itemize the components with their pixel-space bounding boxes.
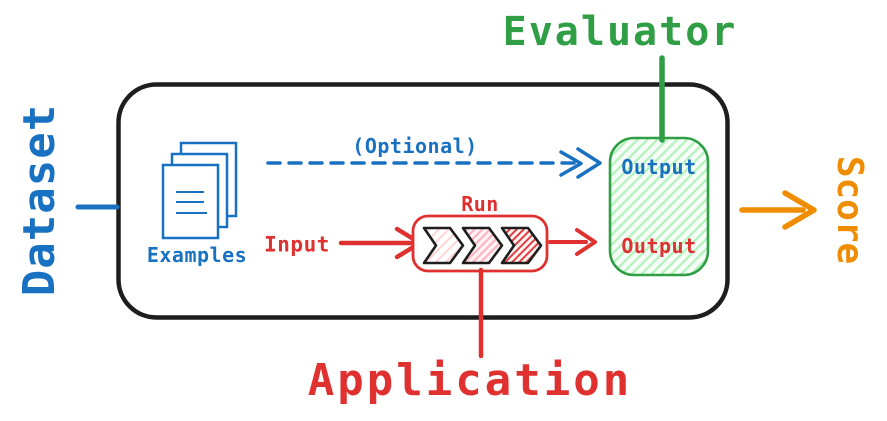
- evaluator-label: Evaluator: [502, 9, 738, 55]
- dataset-label: Dataset: [14, 103, 65, 297]
- evaluator-box: [608, 136, 710, 277]
- input-label: Input: [264, 232, 330, 257]
- score-label: Score: [829, 155, 870, 265]
- evaluator-output-actual-label: Output: [621, 234, 697, 258]
- documents-icon: [161, 141, 238, 240]
- system-box: [116, 82, 730, 320]
- run-label: Run: [461, 192, 499, 216]
- dashed-arrow-icon: [266, 147, 602, 179]
- input-arrow-icon: [338, 226, 423, 260]
- application-label: Application: [307, 355, 633, 406]
- score-arrow-icon: [739, 190, 817, 230]
- examples-label: Examples: [146, 243, 248, 267]
- run-output-arrow-icon: [548, 228, 597, 256]
- chevron-pipeline-icon: [422, 226, 543, 265]
- optional-label: (Optional): [352, 134, 478, 158]
- evaluator-output-reference-label: Output: [621, 155, 697, 179]
